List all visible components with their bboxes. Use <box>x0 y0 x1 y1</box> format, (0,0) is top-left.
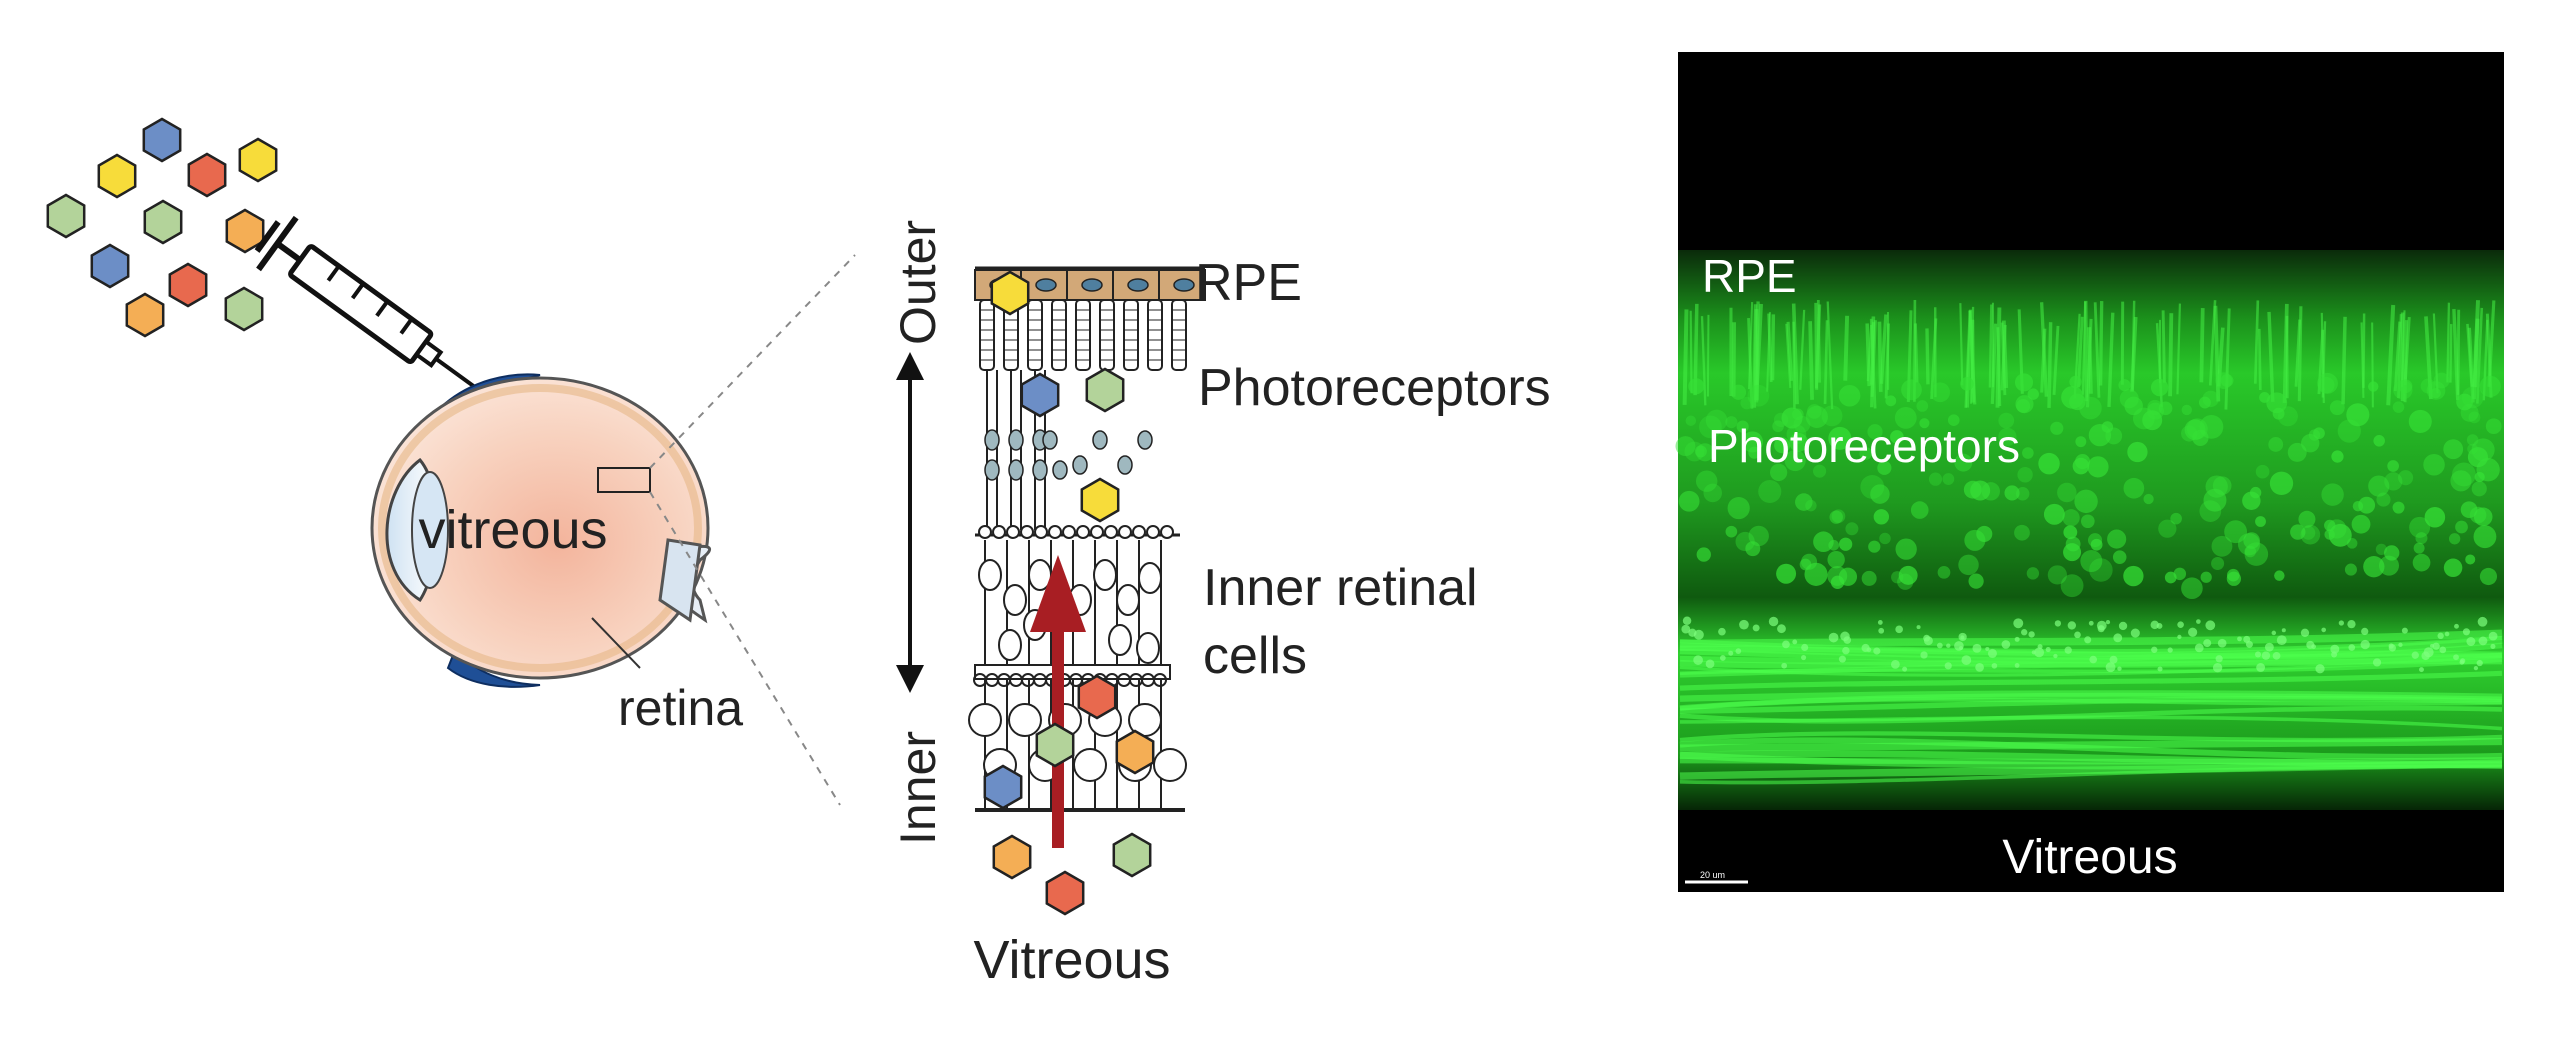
eye-retina-label: retina <box>618 680 743 736</box>
rpe-nucleus <box>1173 278 1195 292</box>
molecule-hexagon <box>187 152 227 198</box>
molecule-hexagon <box>97 153 137 199</box>
photoreceptor-outer-segment <box>1171 299 1187 371</box>
ganglion-cell <box>1008 703 1042 737</box>
photoreceptor-outer-segment <box>1075 299 1091 371</box>
molecule-hexagon <box>90 243 130 289</box>
molecule-hexagon <box>1035 722 1075 768</box>
inner-nuclear-cell <box>1138 562 1162 594</box>
eyeball <box>370 376 710 680</box>
photoreceptor-nucleus <box>1137 430 1153 450</box>
molecule-hexagon <box>143 199 183 245</box>
molecule-hexagon <box>992 834 1032 880</box>
inner-nuclear-cell <box>1108 624 1132 656</box>
inner-retinal-layer <box>968 540 1187 812</box>
micrograph-texture <box>1675 299 2503 785</box>
layer-label-inner-line1: Inner retinal <box>1203 559 1478 617</box>
eye-vitreous-label: vitreous <box>418 500 607 560</box>
lens <box>411 471 449 589</box>
retina-schematic: Outer Inner RPE Photoreceptors Inner ret… <box>890 220 1551 990</box>
penetration-arrowhead <box>1030 555 1086 632</box>
inner-nuclear-cell <box>1136 632 1160 664</box>
molecule-hexagon <box>990 270 1030 316</box>
photoreceptor-outer-segment <box>1147 299 1163 371</box>
molecule-hexagon <box>142 117 182 163</box>
zoom-guide-top <box>649 254 856 469</box>
molecule-hexagon <box>1085 367 1125 413</box>
photoreceptor-outer-segment <box>1051 299 1067 371</box>
micrograph-photoreceptors-label: Photoreceptors <box>1708 420 2020 472</box>
photoreceptor-nucleus <box>1092 430 1108 450</box>
molecule-hexagon <box>238 137 278 183</box>
inner-nuclear-cell <box>998 629 1022 661</box>
molecule-hexagon <box>225 208 265 254</box>
rpe-layer <box>974 266 1206 301</box>
molecule-hexagon <box>1112 832 1152 878</box>
ganglion-cell <box>968 703 1002 737</box>
molecule-hexagon <box>1020 372 1060 418</box>
inner-nuclear-cell <box>1116 584 1140 616</box>
eye-diagram: vitreous retina <box>370 254 856 806</box>
layer-label-inner-line2: cells <box>1203 627 1307 685</box>
micrograph-rpe-label: RPE <box>1702 250 1797 302</box>
molecule-hexagon <box>125 292 165 338</box>
inner-label: Inner <box>890 731 946 845</box>
retina-zoom-box <box>597 467 651 493</box>
retina-pointer <box>591 617 641 669</box>
molecule-hexagon <box>224 286 264 332</box>
molecule-hexagon <box>168 262 208 308</box>
syringe-icon <box>254 215 484 394</box>
layer-label-rpe: RPE <box>1195 254 1302 312</box>
rpe-nucleus <box>1081 278 1103 292</box>
micrograph-vitreous-label: Vitreous <box>2002 831 2177 884</box>
inner-nuclear-cell <box>1003 584 1027 616</box>
photoreceptor-layer <box>975 299 1187 539</box>
molecule-cluster <box>46 117 278 338</box>
schematic-vitreous-label: Vitreous <box>973 930 1170 990</box>
photoreceptor-nucleus <box>1117 455 1133 475</box>
outer-label: Outer <box>890 220 946 345</box>
photoreceptor-nucleus <box>1052 460 1068 480</box>
layer-label-photoreceptors: Photoreceptors <box>1198 359 1551 417</box>
schematic-molecules <box>983 270 1155 916</box>
ganglion-cell <box>1073 748 1107 782</box>
scale-bar-label: 20 um <box>1700 870 1725 880</box>
molecule-hexagon <box>983 764 1023 810</box>
photoreceptor-outer-segment <box>1123 299 1139 371</box>
molecule-hexagon <box>1045 870 1085 916</box>
molecule-hexagon <box>1115 729 1155 775</box>
inner-nuclear-cell <box>1093 559 1117 591</box>
zoom-guide-bottom <box>649 491 841 806</box>
rpe-nucleus <box>1035 278 1057 292</box>
rpe-nucleus <box>1127 278 1149 292</box>
photoreceptor-nucleus <box>1042 430 1058 450</box>
inner-nuclear-cell <box>978 559 1002 591</box>
molecule-hexagon <box>1080 477 1120 523</box>
ganglion-cell <box>1153 748 1187 782</box>
molecule-hexagon <box>1077 674 1117 720</box>
molecule-hexagon <box>46 193 86 239</box>
photoreceptor-nucleus <box>1072 455 1088 475</box>
fluorescence-micrograph: RPE Photoreceptors Vitreous 20 um <box>1675 52 2504 892</box>
